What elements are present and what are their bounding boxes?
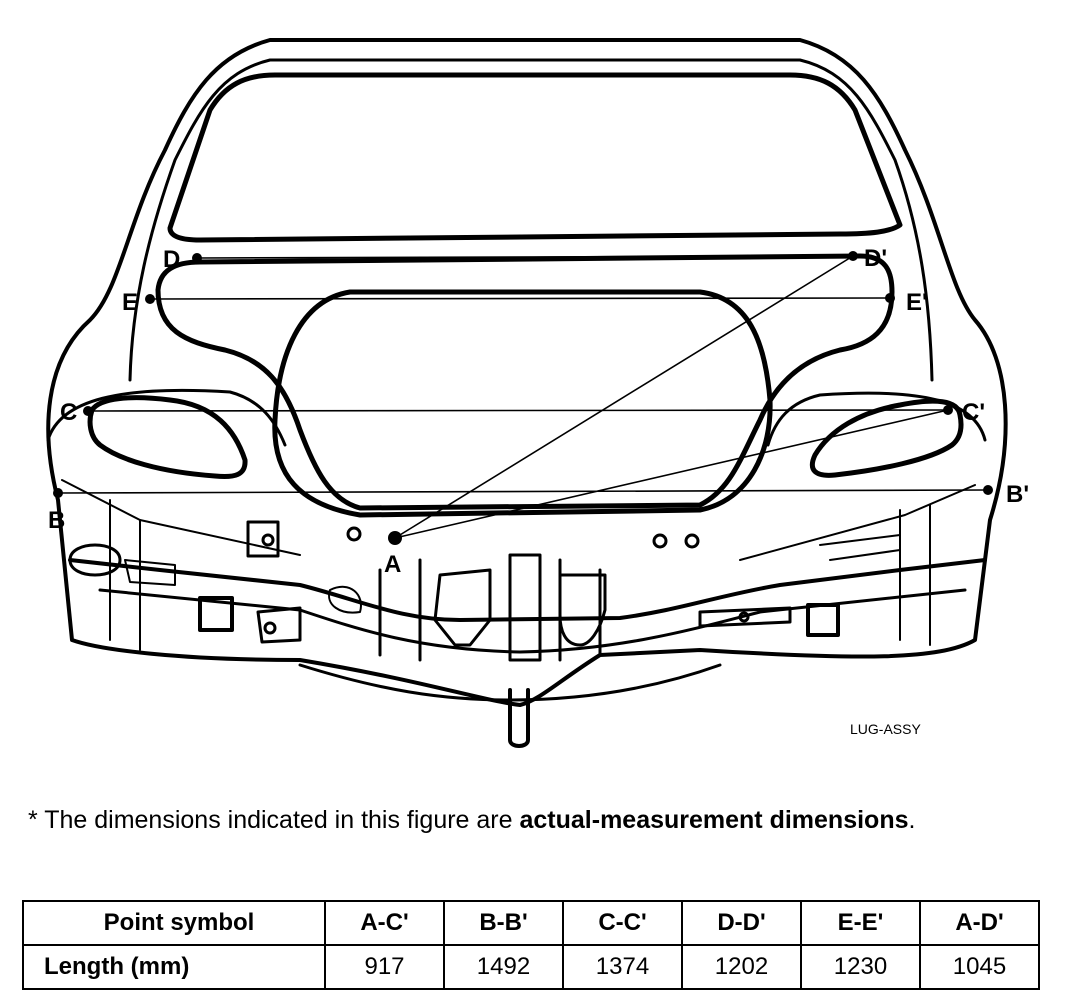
trunk-opening-inner: [272, 289, 773, 518]
point-C-label: C: [60, 399, 77, 426]
right-tail-lamp: [809, 398, 964, 478]
length-cell: 1492: [443, 944, 564, 990]
point-B-prime-dot: [983, 485, 993, 495]
row-label-point-symbol: Point symbol: [22, 900, 326, 946]
point-B-prime-label: B': [1006, 481, 1029, 508]
table-header-row: Point symbol A-C' B-B' C-C' D-D' E-E' A-…: [22, 900, 1040, 946]
left-tail-lamp: [87, 395, 248, 480]
rear-window: [167, 72, 903, 243]
point-D-prime-label: D': [864, 245, 887, 272]
row-label-length: Length (mm): [22, 944, 326, 990]
line-D-D-prime: [196, 255, 854, 259]
length-cell: 1202: [681, 944, 802, 990]
point-E-dot: [145, 294, 155, 304]
point-B-label: B: [48, 507, 65, 534]
symbol-cell: D-D': [681, 900, 802, 946]
symbol-cell: A-C': [324, 900, 445, 946]
length-cell: 1045: [919, 944, 1040, 990]
rear-window-outer: [128, 58, 934, 382]
point-D-label: D: [163, 246, 180, 273]
symbol-cell: B-B': [443, 900, 564, 946]
measurement-note: * The dimensions indicated in this figur…: [28, 806, 915, 835]
symbol-cell: E-E': [800, 900, 921, 946]
point-E-prime-dot: [885, 293, 895, 303]
note-prefix: * The dimensions indicated in this figur…: [28, 806, 520, 834]
point-D-prime-dot: [848, 251, 858, 261]
note-suffix: .: [908, 806, 916, 834]
body-outline: [46, 38, 1008, 707]
dimension-table: Point symbol A-C' B-B' C-C' D-D' E-E' A-…: [22, 900, 1040, 990]
symbol-cell: C-C': [562, 900, 683, 946]
note-emphasis: actual-measurement dimensions: [519, 806, 909, 834]
point-E-label: E: [122, 289, 138, 316]
line-A-D-prime: [394, 255, 854, 539]
point-A-dot: [388, 531, 402, 545]
line-C-C-prime: [87, 409, 949, 412]
point-E-prime-label: E': [906, 289, 928, 316]
figure-code: LUG-ASSY: [850, 721, 921, 737]
line-A-C-prime: [394, 409, 949, 539]
length-cell: 1230: [800, 944, 921, 990]
point-D-dot: [192, 253, 202, 263]
line-E-E-prime: [149, 297, 891, 300]
point-C-prime-dot: [943, 405, 953, 415]
point-C-dot: [83, 406, 93, 416]
length-cell: 917: [324, 944, 445, 990]
line-B-B-prime: [57, 489, 989, 494]
trunk-opening-outer: [155, 253, 895, 511]
point-B-dot: [53, 488, 63, 498]
lower-panel: [68, 558, 987, 622]
rear-body-diagram: A B B' C C' D D' E E' LUG-ASSY: [46, 38, 1029, 748]
tow-hook: [508, 688, 530, 748]
point-C-prime-label: C': [962, 399, 985, 426]
point-A-label: A: [384, 551, 401, 578]
table-row: Length (mm) 917 1492 1374 1202 1230 1045: [22, 944, 1040, 990]
symbol-cell: A-D': [919, 900, 1040, 946]
length-cell: 1374: [562, 944, 683, 990]
